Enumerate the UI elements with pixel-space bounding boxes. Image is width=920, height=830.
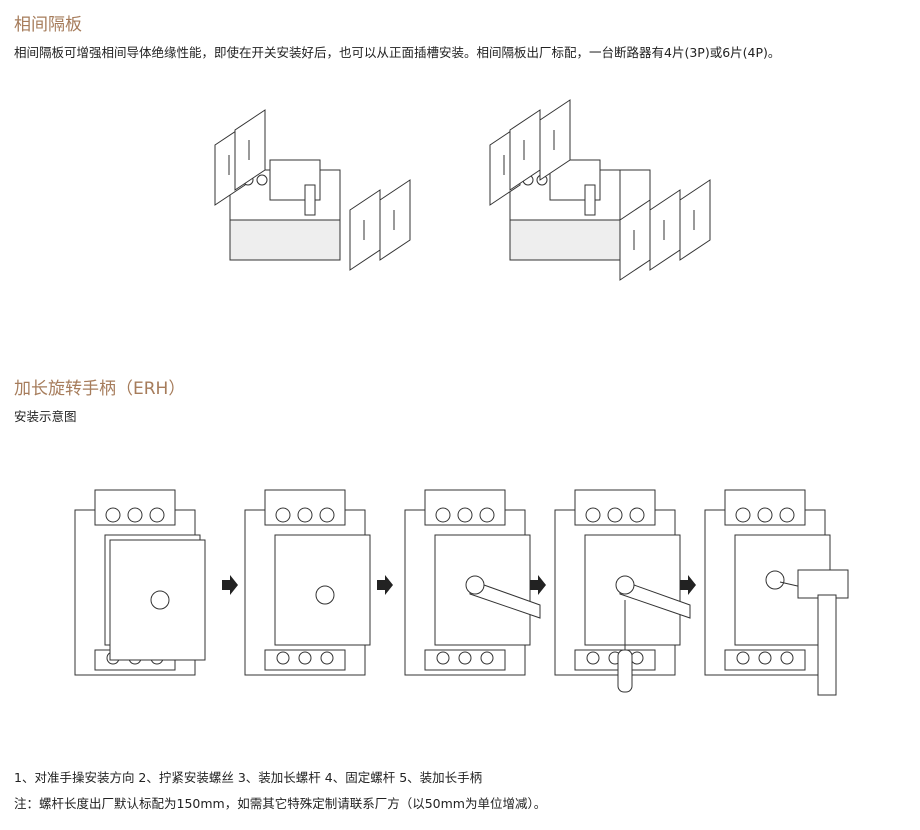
erh-note: 注：螺杆长度出厂默认标配为150mm，如需其它特殊定制请联系厂方（以50mm为单… xyxy=(14,796,547,811)
arrow-right-icon xyxy=(222,575,238,595)
erh-subtitle: 安装示意图 xyxy=(14,409,77,424)
erh-step-4 xyxy=(554,489,691,693)
erh-step-3 xyxy=(404,489,541,676)
arrow-right-icon xyxy=(680,575,696,595)
erh-steps: 1、对准手操安装方向 2、拧紧安装螺丝 3、装加长螺杆 4、固定螺杆 5、装加长… xyxy=(14,770,483,785)
phase-barrier-description: 相间隔板可增强相间导体绝缘性能，即使在开关安装好后，也可以从正面插槽安装。相间隔… xyxy=(14,45,781,60)
section-title-erh: 加长旋转手柄（ERH） xyxy=(14,379,186,399)
arrow-right-icon xyxy=(530,575,546,595)
erh-step-1 xyxy=(74,489,206,676)
step-arrows xyxy=(222,575,696,595)
erh-step-2 xyxy=(244,489,371,676)
arrow-right-icon xyxy=(377,575,393,595)
section-title-phase-barrier: 相间隔板 xyxy=(14,15,82,35)
phase-barrier-3p-illustration xyxy=(214,109,411,271)
erh-step-5 xyxy=(704,489,849,696)
phase-barrier-4p-illustration xyxy=(489,99,711,281)
